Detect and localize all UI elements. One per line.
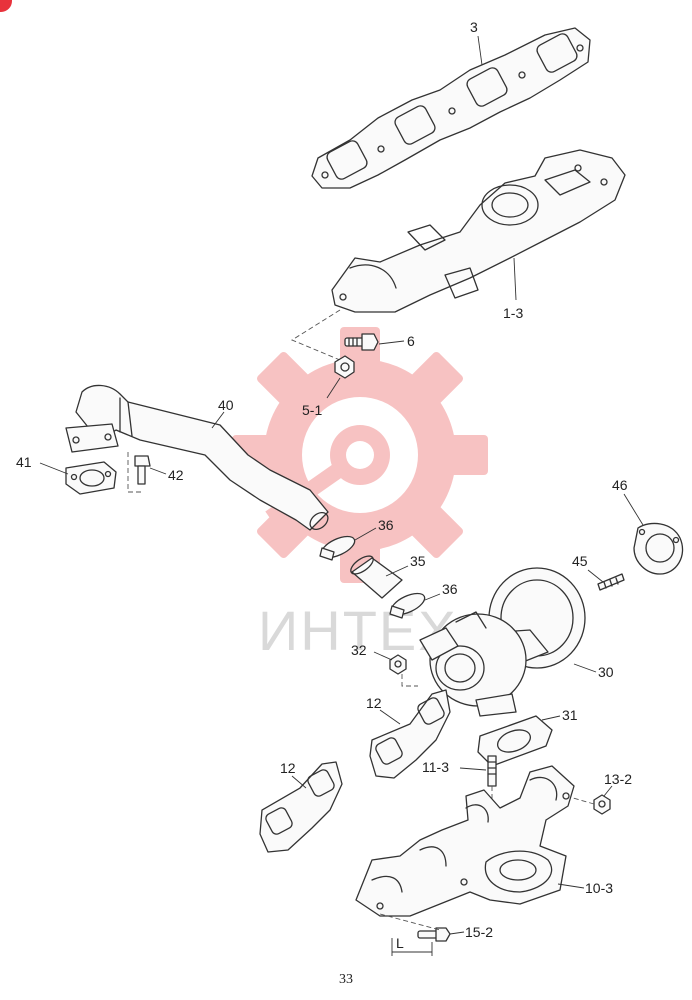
port-gasket-right (369, 689, 451, 779)
page-number: 33 (339, 972, 353, 987)
callout-11-3: 11-3 (422, 759, 449, 775)
watermark-text: ИНТЕХ (258, 599, 458, 662)
leader-11-3 (459, 767, 487, 771)
connecting-hose (350, 555, 403, 599)
manifold-bolt (344, 333, 379, 351)
leader-6 (378, 340, 405, 345)
leader-36-lower (424, 593, 441, 601)
callout-46: 46 (612, 477, 628, 493)
leader-30 (573, 663, 597, 673)
exhaust-manifold-gasket (311, 27, 591, 189)
turbo-inlet-gasket (477, 715, 553, 767)
callout-3: 3 (470, 19, 478, 35)
callout-1-3: 1-3 (503, 305, 523, 321)
callout-36-lower: 36 (442, 581, 458, 597)
dimension-L (391, 938, 433, 956)
callout-12-right: 12 (366, 695, 382, 711)
callout-5-1: 5-1 (302, 402, 322, 418)
turbo-outlet-gasket (633, 522, 684, 575)
leader-12-left (291, 775, 307, 789)
leader-45 (587, 569, 604, 583)
watermark-logo (232, 327, 488, 583)
callout-45: 45 (572, 553, 588, 569)
callout-35: 35 (410, 553, 426, 569)
manifold-nut (334, 355, 355, 379)
callout-6: 6 (407, 333, 415, 349)
leader-36-upper (354, 527, 377, 541)
leader-3 (477, 35, 483, 66)
pipe-flange-gasket (65, 461, 117, 495)
manifold-nut-13-2 (565, 794, 611, 815)
leader-41 (39, 462, 69, 475)
port-gasket-left (259, 761, 343, 853)
leader-42 (149, 467, 167, 475)
callout-12-left: 12 (280, 760, 296, 776)
hose-clamp-upper (319, 535, 356, 561)
hose-clamp-lower (389, 592, 426, 619)
callout-10-3: 10-3 (585, 880, 613, 896)
callout-13-2: 13-2 (604, 771, 632, 787)
leader-5-1 (326, 377, 341, 399)
flange-bolt (127, 452, 151, 493)
leader-35 (385, 565, 409, 577)
leader-1-3 (513, 257, 517, 301)
leader-46 (623, 493, 644, 526)
callout-40: 40 (218, 397, 234, 413)
callout-41: 41 (16, 454, 32, 470)
leader-10-3 (557, 883, 585, 889)
callout-36-upper: 36 (378, 517, 394, 533)
dimension-L-label: L (396, 935, 404, 951)
callout-42: 42 (168, 467, 184, 483)
leader-40 (211, 411, 225, 429)
callout-30: 30 (598, 664, 614, 680)
exhaust-manifold-upper (331, 149, 626, 313)
manifold-bolt-15-2 (379, 913, 451, 942)
callout-32: 32 (351, 642, 367, 658)
callout-31: 31 (562, 707, 578, 723)
exhaust-manifold-lower (355, 765, 575, 917)
leader-15-2 (449, 931, 465, 935)
leader-13-2 (603, 785, 613, 797)
guide-dashed-manifold (291, 309, 341, 361)
leader-31 (541, 715, 561, 721)
leader-12-right (379, 709, 401, 725)
callout-15-2: 15-2 (465, 924, 493, 940)
exhaust-pipe (65, 384, 329, 531)
leader-32 (373, 651, 393, 661)
turbocharger (419, 567, 586, 717)
turbo-nut (389, 654, 418, 687)
turbo-stud (597, 573, 625, 591)
